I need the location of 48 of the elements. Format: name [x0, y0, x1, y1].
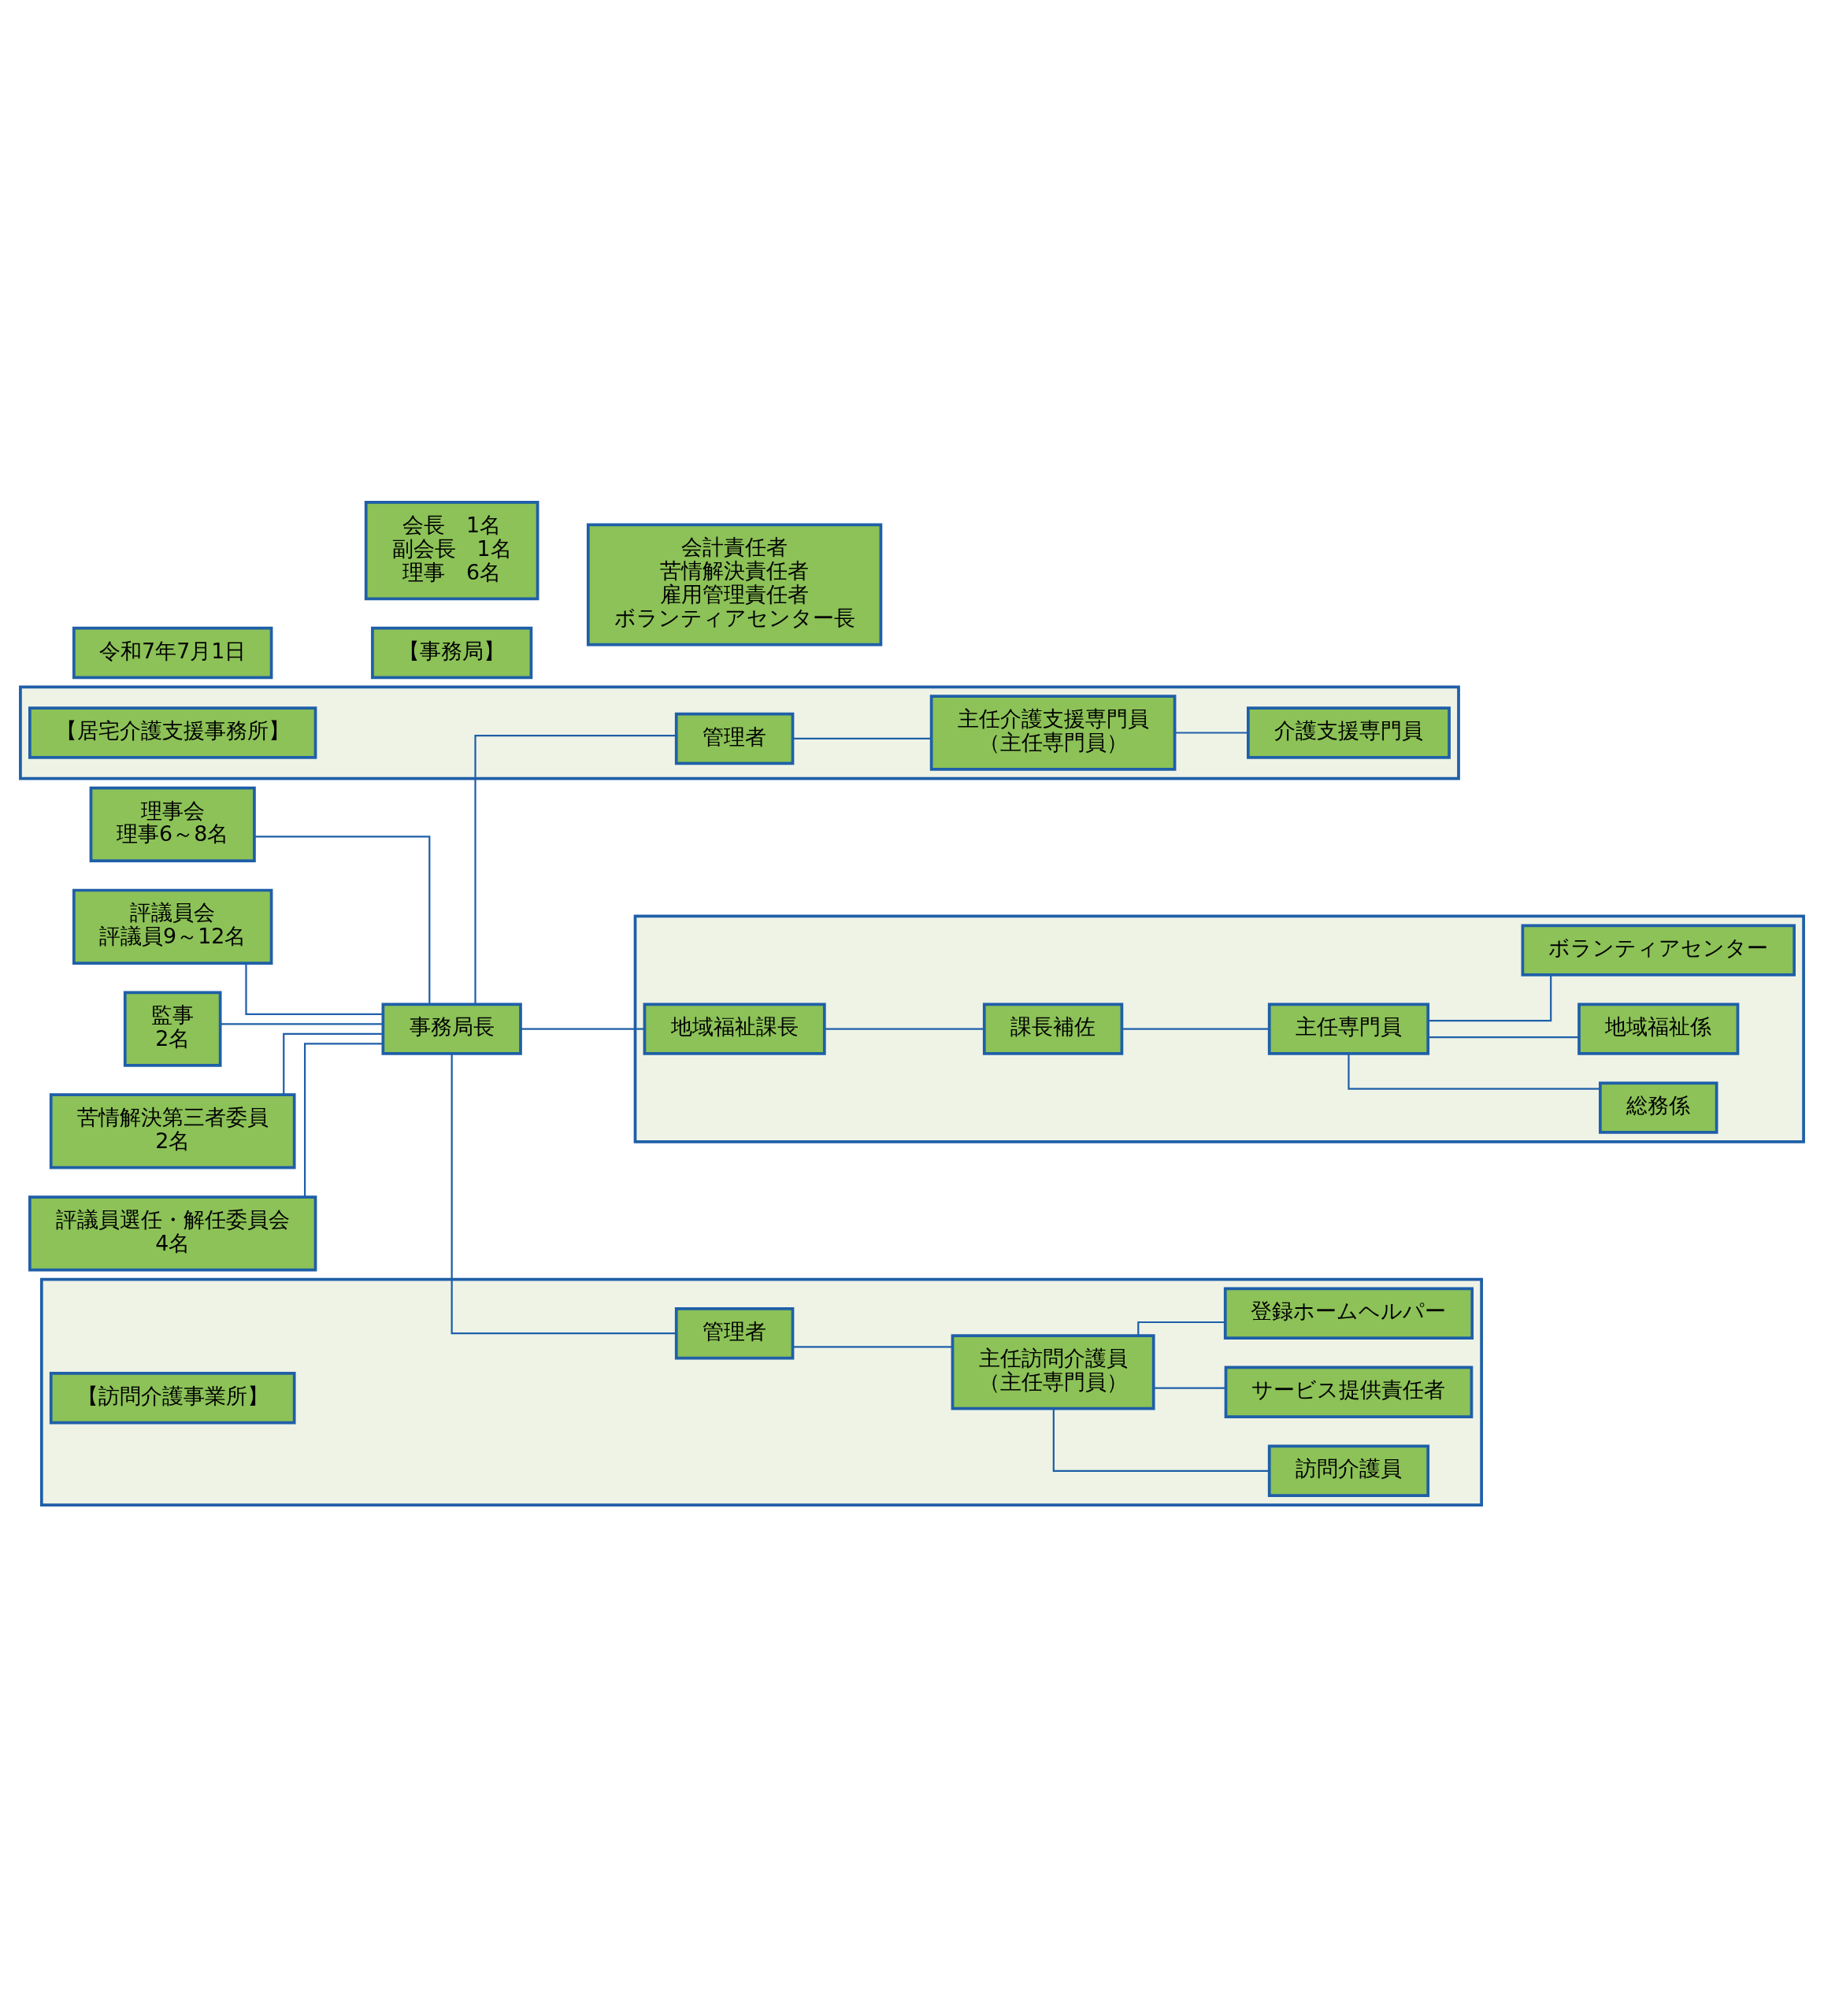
node-box: 主任専門員: [1267, 1002, 1430, 1055]
node-box: 【訪問介護事業所】: [49, 1371, 296, 1424]
cluster: [19, 684, 1460, 780]
connector: [1174, 731, 1248, 734]
node-box: 【事務局】: [371, 626, 533, 679]
connector: [474, 734, 677, 1004]
connector: [792, 1345, 953, 1347]
connector: [1121, 1028, 1270, 1030]
node-box: 主任介護支援専門員 （主任専門員）: [929, 694, 1177, 771]
node-box: 【居宅介護支援事務所】: [28, 706, 317, 759]
node-box: 管理者: [674, 1306, 795, 1359]
node-box: 会長 1名 副会長 1名 理事 6名: [364, 500, 539, 600]
node-box: 令和7年7月1日: [72, 626, 273, 679]
node-box: 評議員会 評議員9～12名: [72, 888, 273, 965]
connector: [1154, 1386, 1226, 1389]
node-box: 会計責任者 苦情解決責任者 雇用管理責任者 ボランティアセンター長: [586, 522, 883, 646]
node-box: 課長補佐: [982, 1002, 1124, 1055]
node-box: 苦情解決第三者委員 2名: [49, 1092, 296, 1169]
connector: [304, 1042, 383, 1197]
connector: [1428, 974, 1552, 1021]
cluster: [39, 1277, 1483, 1506]
node-box: 管理者: [674, 712, 795, 765]
node-box: 訪問介護員: [1267, 1444, 1430, 1497]
node-box: 地域福祉課長: [643, 1002, 826, 1055]
node-box: 評議員選任・解任委員会 4名: [28, 1195, 317, 1271]
connector: [521, 1028, 645, 1030]
node-box: 介護支援専門員: [1247, 706, 1451, 759]
node-box: サービス提供責任者: [1224, 1366, 1474, 1418]
connector: [824, 1028, 984, 1030]
node-box: 監事 2名: [123, 991, 222, 1067]
connector: [450, 1053, 677, 1334]
cluster: [633, 914, 1805, 1143]
node-box: 理事会 理事6～8名: [89, 786, 256, 862]
connector: [220, 1022, 384, 1025]
node-box: 主任訪問介護員 （主任専門員）: [951, 1333, 1155, 1410]
node-box: 事務局長: [381, 1002, 522, 1055]
connector: [792, 737, 932, 739]
connector: [1052, 1408, 1270, 1472]
connector: [1137, 1321, 1225, 1336]
connector: [1348, 1053, 1600, 1090]
connector: [245, 962, 383, 1015]
node-box: 地域福祉係: [1577, 1002, 1740, 1055]
node-box: ボランティアセンター: [1521, 923, 1796, 976]
connector: [1428, 1036, 1579, 1038]
node-box: 総務係: [1599, 1080, 1718, 1134]
node-box: 登録ホームヘルパー: [1223, 1287, 1474, 1340]
connector: [254, 835, 431, 1004]
connector: [283, 1032, 384, 1095]
